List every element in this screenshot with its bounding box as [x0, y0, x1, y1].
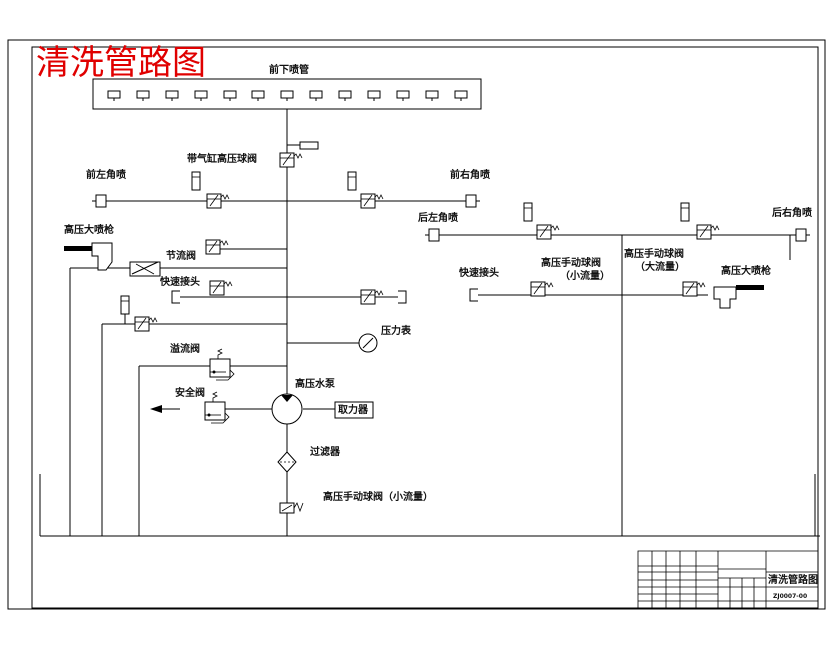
- pneumatic-valve-left-lower[interactable]: [120, 295, 158, 332]
- title-block-code: ZJ0007-00: [773, 593, 807, 600]
- spray-heads: [107, 90, 468, 102]
- label-large-flow: （大流量）: [635, 260, 685, 273]
- label-manual-valve-large: 高压手动球阀: [624, 247, 684, 260]
- label-manual-valve-bottom: 高压手动球阀（小流量）: [323, 490, 433, 503]
- filter: [278, 452, 296, 472]
- manual-valve-bottom[interactable]: [280, 503, 303, 513]
- manual-valve-gun-left[interactable]: [205, 239, 229, 255]
- top-pneumatic-ball-valve[interactable]: [279, 142, 318, 168]
- label-front-left-nozzle: 前左角喷: [86, 168, 126, 181]
- power-take-off: [335, 402, 373, 418]
- label-hp-pump: 高压水泵: [295, 377, 336, 390]
- label-throttle-valve: 节流阀: [166, 249, 196, 262]
- safety-outlet-arrow: [150, 405, 162, 413]
- quick-coupling-left[interactable]: [172, 291, 406, 303]
- hp-pump: [272, 394, 302, 424]
- nozzle-rear-right[interactable]: [795, 228, 811, 242]
- label-small-flow: （小流量）: [560, 269, 610, 282]
- nozzle-front-right[interactable]: [465, 194, 481, 208]
- title-block: [638, 551, 818, 608]
- safety-valve[interactable]: [204, 391, 230, 424]
- manual-valve-small-flow[interactable]: [530, 281, 554, 297]
- pneumatic-valve-rear-right[interactable]: [680, 202, 720, 240]
- pneumatic-valve-front-left[interactable]: [191, 171, 230, 209]
- drawing-title: 清洗管路图: [36, 43, 206, 83]
- nozzle-front-left[interactable]: [91, 194, 107, 208]
- inner-frame: [32, 47, 818, 608]
- quick-coupling-right[interactable]: [470, 289, 478, 301]
- title-block-drawing-name: 清洗管路图: [768, 573, 818, 586]
- outer-frame: [8, 40, 825, 609]
- hp-gun-left[interactable]: [64, 243, 112, 270]
- pneumatic-valve-front-right[interactable]: [347, 171, 384, 209]
- label-power-unit: 取力器: [338, 403, 369, 416]
- label-filter: 过滤器: [310, 445, 341, 458]
- manual-valve-large-flow[interactable]: [682, 281, 706, 297]
- label-quick-coupling-right: 快速接头: [458, 266, 499, 279]
- label-manual-valve-small: 高压手动球阀: [541, 256, 601, 269]
- overflow-valve[interactable]: [209, 348, 235, 381]
- throttle-valve[interactable]: [130, 262, 160, 276]
- hp-gun-right[interactable]: [714, 285, 764, 308]
- label-safety-valve: 安全阀: [175, 386, 205, 399]
- label-rear-left-nozzle: 后左角喷: [418, 211, 458, 224]
- label-quick-coupling-left: 快速接头: [159, 275, 200, 288]
- pneumatic-valve-rear-left[interactable]: [523, 202, 560, 240]
- label-front-right-nozzle: 前右角喷: [450, 168, 490, 181]
- quick-coupling-left-valve[interactable]: [209, 280, 233, 296]
- label-rear-right-nozzle: 后右角喷: [772, 206, 812, 219]
- nozzle-rear-left[interactable]: [424, 228, 440, 242]
- label-hp-gun-right: 高压大喷枪: [721, 264, 771, 277]
- pressure-gauge: [359, 334, 377, 352]
- label-pneumatic-valve: 带气缸高压球阀: [187, 152, 257, 165]
- label-hp-gun-left: 高压大喷枪: [64, 223, 114, 236]
- label-pressure-gauge: 压力表: [381, 324, 412, 337]
- label-overflow-valve: 溢流阀: [170, 342, 200, 355]
- label-front-lower-spray: 前下喷管: [269, 63, 309, 76]
- pipe-network: [40, 109, 820, 536]
